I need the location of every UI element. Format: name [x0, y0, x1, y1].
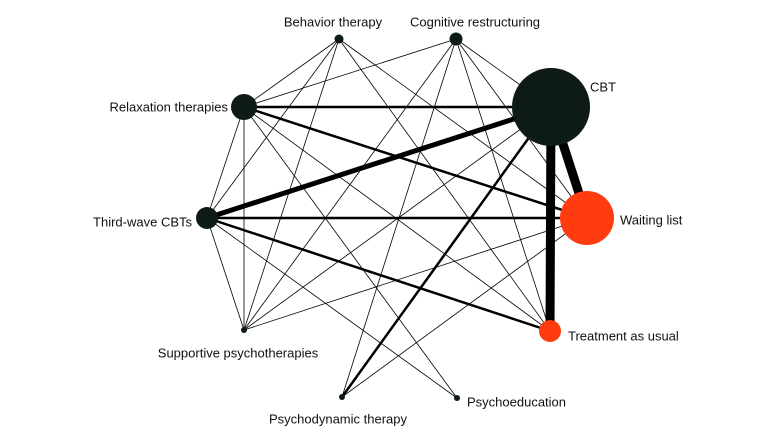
- node-cbt: [512, 68, 590, 146]
- edge-cbt-psychodynamic: [340, 106, 553, 398]
- edge-behavior-relaxation: [243, 38, 340, 108]
- node-label-psychoeducation: Psychoeducation: [467, 394, 566, 409]
- edge-relaxation-waiting: [243, 105, 588, 220]
- node-label-supportive: Supportive psychotherapies: [158, 345, 319, 360]
- node-label-thirdwave: Third-wave CBTs: [93, 214, 192, 229]
- node-label-behavior: Behavior therapy: [284, 14, 383, 29]
- node-thirdwave: [196, 207, 218, 229]
- edge-cbt-thirdwave: [206, 104, 552, 221]
- node-label-psychodynamic: Psychodynamic therapy: [269, 411, 408, 426]
- node-waiting: [560, 191, 614, 245]
- edge-supportive-waiting: [243, 217, 588, 331]
- node-label-waiting: Waiting list: [620, 212, 683, 227]
- node-relaxation: [231, 94, 257, 120]
- edge-cognitive-relaxation: [243, 38, 457, 108]
- nodes-layer: [196, 32, 614, 401]
- edge-relaxation-thirdwave: [206, 106, 245, 219]
- node-label-relaxation: Relaxation therapies: [109, 99, 228, 114]
- edges-layer: [206, 38, 592, 399]
- edge-behavior-tau: [338, 38, 551, 332]
- node-supportive: [241, 327, 247, 333]
- node-label-cbt: CBT: [590, 79, 616, 94]
- edge-cognitive-psychodynamic: [341, 38, 457, 398]
- edge-thirdwave-supportive: [206, 217, 245, 331]
- edge-psychodynamic-waiting: [341, 217, 588, 398]
- edge-behavior-waiting: [338, 38, 588, 219]
- edge-cognitive-tau: [455, 38, 551, 332]
- node-psychoeducation: [454, 395, 460, 401]
- edge-behavior-supportive: [243, 38, 340, 331]
- node-label-tau: Treatment as usual: [568, 328, 679, 343]
- node-cognitive: [449, 32, 463, 46]
- node-label-cognitive: Cognitive restructuring: [410, 14, 540, 29]
- edge-thirdwave-tau: [206, 216, 551, 333]
- node-tau: [539, 320, 561, 342]
- edge-thirdwave-psychoeducation: [206, 217, 458, 399]
- edge-supportive-cbt: [243, 106, 552, 331]
- node-behavior: [334, 34, 344, 44]
- labels-layer: Behavior therapy Cognitive restructuringC…: [93, 14, 683, 426]
- node-psychodynamic: [339, 394, 345, 400]
